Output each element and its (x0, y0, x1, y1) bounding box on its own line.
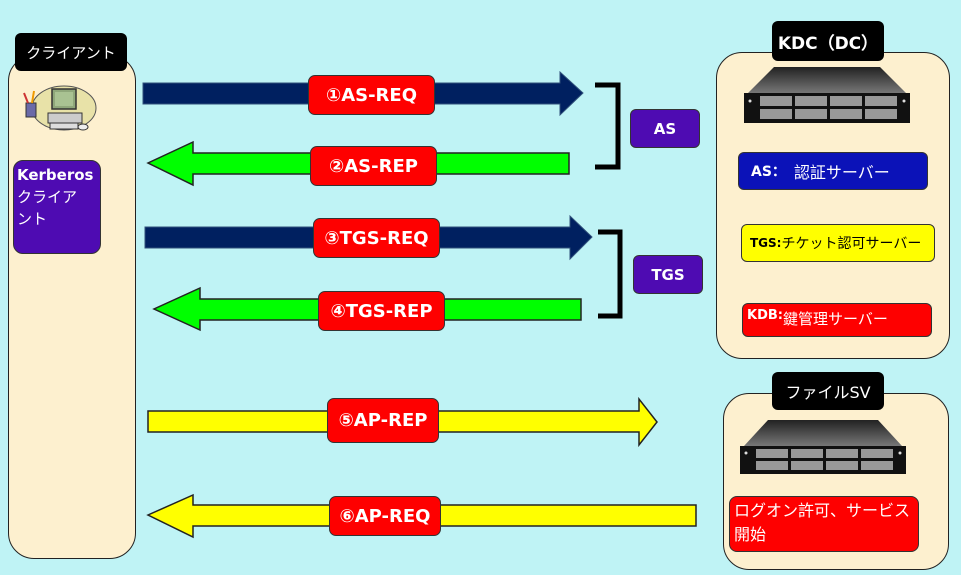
kerberos-client-box: Kerberos クライアント (13, 160, 101, 254)
tgs-server-box: TGS: チケット認可サーバー (741, 224, 935, 262)
file-server-title: ファイルSV (772, 372, 884, 410)
tgs-label: TGS: (750, 236, 782, 250)
tgs-text: チケット認可サーバー (781, 236, 922, 252)
as-label: AS： (751, 164, 786, 180)
as-group-box: AS (630, 109, 700, 148)
as-text: 認証サーバー (793, 163, 890, 182)
kdc-server-icon (744, 67, 910, 124)
message-tgs-rep: ④TGS-REP (318, 291, 445, 331)
message-tgs-req: ③TGS-REQ (313, 218, 440, 258)
kdb-text: 鍵管理サーバー (782, 310, 888, 328)
logon-permitted-text: ログオン許可、サービス開始 (734, 501, 911, 544)
kdb-server-box: KDB: 鍵管理サーバー (742, 303, 932, 337)
message-as-req: ①AS-REQ (308, 75, 435, 115)
as-bracket (595, 82, 621, 170)
kerberos-label: Kerberos (17, 166, 94, 184)
kdc-title: KDC（DC） (772, 21, 884, 61)
computer-icon (20, 83, 98, 135)
logon-permitted-box: ログオン許可、サービス開始 (729, 496, 919, 552)
tgs-group-box: TGS (633, 255, 703, 294)
message-ap-rep: ⑤AP-REP (327, 398, 439, 443)
file-server-icon (740, 420, 906, 475)
client-title: クライアント (15, 33, 127, 71)
as-auth-server-box: AS： 認証サーバー (738, 152, 928, 190)
kdb-label: KDB: (747, 308, 783, 323)
kerberos-client-label: クライアント (17, 188, 78, 228)
message-as-rep: ②AS-REP (310, 146, 437, 186)
client-panel (8, 55, 136, 559)
tgs-bracket (598, 229, 623, 319)
message-ap-req: ⑥AP-REQ (329, 496, 441, 536)
